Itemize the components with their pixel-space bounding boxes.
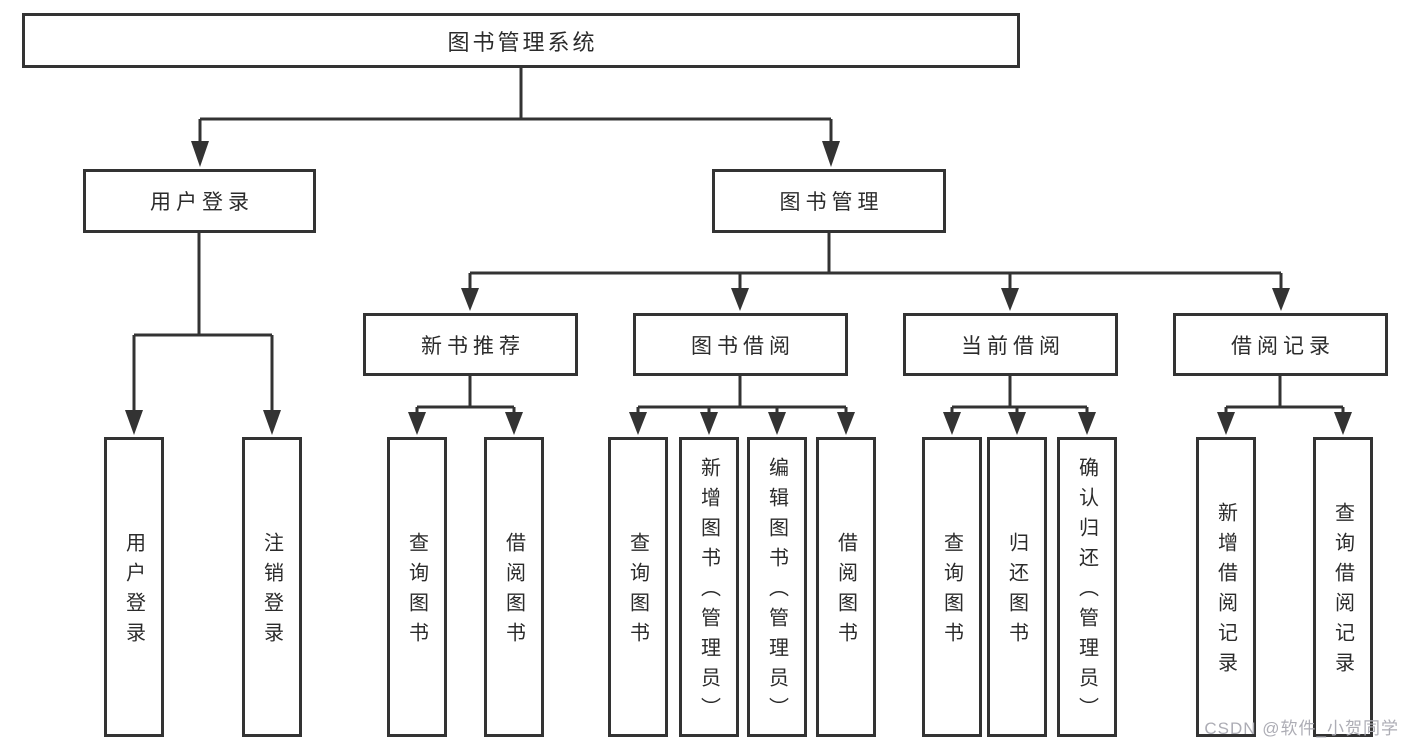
node-root: 图书管理系统 <box>22 13 1020 68</box>
node-leaf-edit-book-admin: 编辑图书（管理员） <box>747 437 807 737</box>
leaf-label: 借阅图书 <box>834 532 857 652</box>
leaf-label: 查询图书 <box>405 532 428 652</box>
node-leaf-query-books-1: 查询图书 <box>387 437 447 737</box>
node-leaf-borrow-books-1: 借阅图书 <box>484 437 544 737</box>
watermark-text: CSDN @软件_小贺同学 <box>1204 719 1399 738</box>
node-book-borrowing: 图书借阅 <box>633 313 848 376</box>
leaf-label: 新增借阅记录 <box>1214 502 1237 682</box>
node-borrowing-records: 借阅记录 <box>1173 313 1388 376</box>
node-current-borrowing: 当前借阅 <box>903 313 1118 376</box>
node-leaf-return-books: 归还图书 <box>987 437 1047 737</box>
leaf-label: 查询借阅记录 <box>1331 502 1354 682</box>
leaf-label: 注销登录 <box>260 532 283 652</box>
node-user-login: 用户登录 <box>83 169 316 233</box>
node-new-book-recommend: 新书推荐 <box>363 313 578 376</box>
node-leaf-query-books-2: 查询图书 <box>608 437 668 737</box>
node-leaf-add-borrow-record: 新增借阅记录 <box>1196 437 1256 737</box>
node-leaf-confirm-return-admin: 确认归还（管理员） <box>1057 437 1117 737</box>
leaf-label: 归还图书 <box>1005 532 1028 652</box>
node-leaf-add-book-admin: 新增图书（管理员） <box>679 437 739 737</box>
leaf-label: 查询图书 <box>626 532 649 652</box>
node-leaf-query-books-3: 查询图书 <box>922 437 982 737</box>
node-leaf-borrow-books-2: 借阅图书 <box>816 437 876 737</box>
node-leaf-query-borrow-record: 查询借阅记录 <box>1313 437 1373 737</box>
node-leaf-user-login: 用户登录 <box>104 437 164 737</box>
node-book-management: 图书管理 <box>712 169 946 233</box>
node-leaf-logout: 注销登录 <box>242 437 302 737</box>
leaf-label: 编辑图书（管理员） <box>765 457 788 727</box>
leaf-label: 借阅图书 <box>502 532 525 652</box>
leaf-label: 用户登录 <box>122 532 145 652</box>
leaf-label: 确认归还（管理员） <box>1075 457 1098 727</box>
leaf-label: 新增图书（管理员） <box>697 457 720 727</box>
leaf-label: 查询图书 <box>940 532 963 652</box>
